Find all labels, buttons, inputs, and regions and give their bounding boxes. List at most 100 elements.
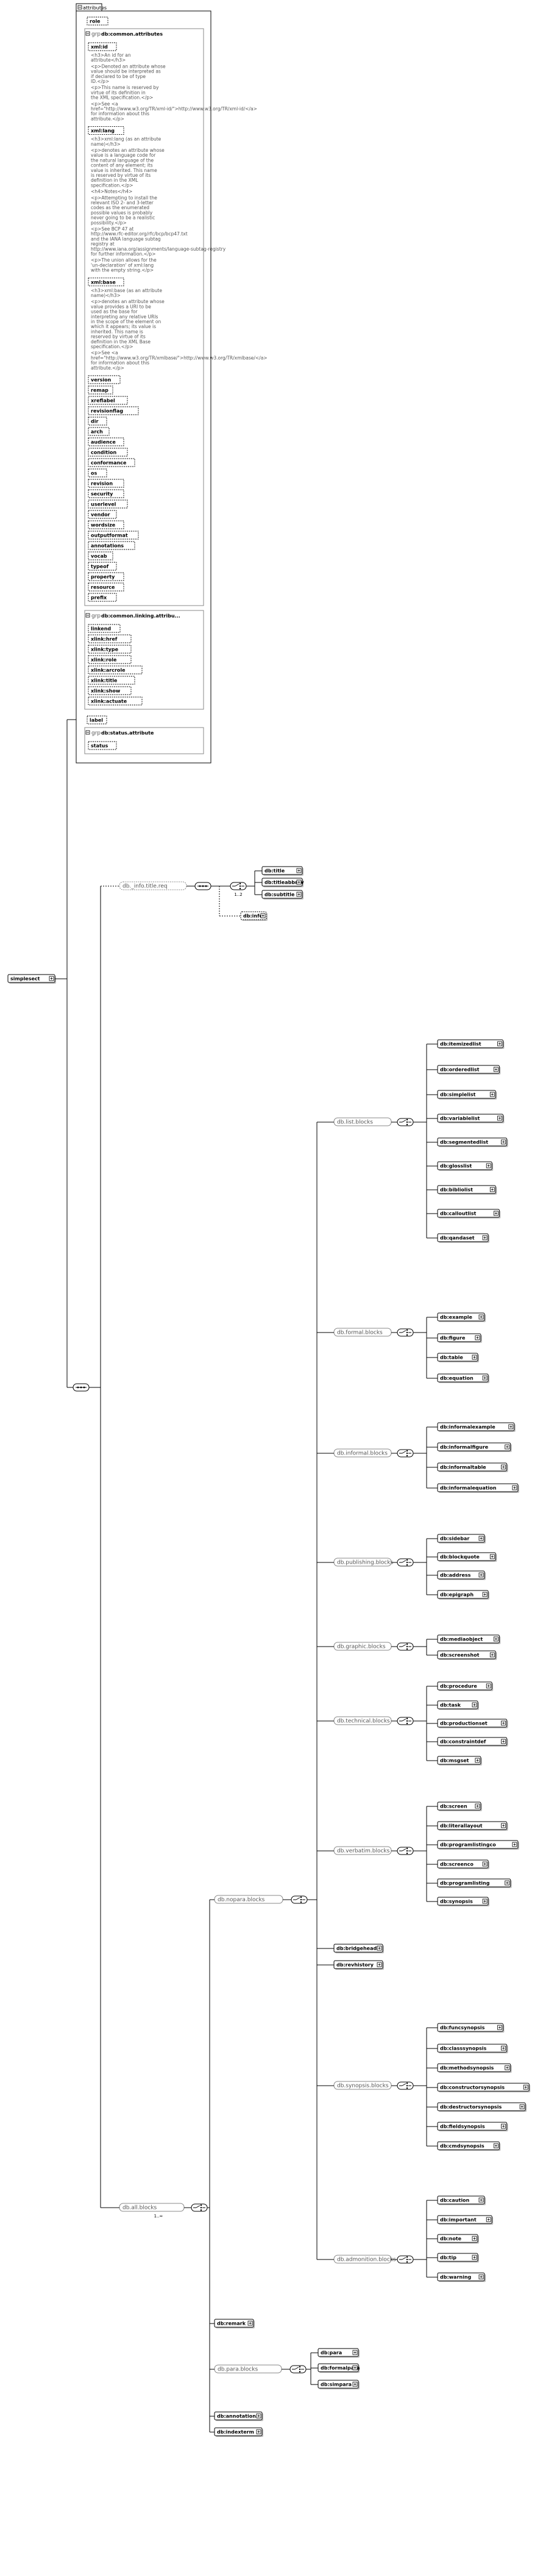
group-db-informal-blocks[interactable]: db.informal.blocks (333, 1448, 392, 1458)
element-db-procedure[interactable]: db:procedure (437, 1681, 494, 1691)
element-db-para[interactable]: db:para (318, 2348, 360, 2358)
element-db-address[interactable]: db:address (437, 1570, 486, 1580)
attribute-userlevel[interactable]: userlevel (88, 499, 128, 509)
attribute-linkend[interactable]: linkend (88, 624, 121, 633)
element-db-classsynopsis[interactable]: db:classsynopsis (437, 2044, 508, 2053)
group-db-list-blocks[interactable]: db.list.blocks (333, 1117, 392, 1126)
attribute-xlink-role[interactable]: xlink:role (88, 655, 132, 664)
element-db-table[interactable]: db:table (437, 1353, 479, 1362)
element-db-info[interactable]: db:info (240, 911, 268, 921)
element-db-itemizedlist[interactable]: db:itemizedlist (437, 1039, 505, 1049)
group-db-para-blocks[interactable]: db.para.blocks (214, 2364, 282, 2374)
element-db-orderedlist[interactable]: db:orderedlist (437, 1065, 501, 1075)
attribute-xlink-type[interactable]: xlink:type (88, 645, 132, 654)
element-db-simpara[interactable]: db:simpara (318, 2380, 360, 2389)
element-db-figure[interactable]: db:figure (437, 1333, 482, 1343)
attribute-typeof[interactable]: typeof (88, 562, 117, 571)
attribute-vocab[interactable]: vocab (88, 551, 113, 560)
attribute-xreflabel[interactable]: xreflabel (88, 396, 128, 405)
element-db-msgset[interactable]: db:msgset (437, 1756, 482, 1766)
element-db-remark[interactable]: db:remark (214, 2319, 255, 2328)
element-db-tip[interactable]: db:tip (437, 2253, 479, 2263)
attribute-xlink-title[interactable]: xlink:title (88, 676, 135, 685)
attribute-security[interactable]: security (88, 489, 124, 498)
element-db-calloutlist[interactable]: db:calloutlist (437, 1209, 501, 1218)
attribute-property[interactable]: property (88, 572, 124, 581)
group-db-all-blocks[interactable]: db.all.blocks (119, 2203, 185, 2212)
attribute-xlink-show[interactable]: xlink:show (88, 686, 132, 695)
attribute-vendor[interactable]: vendor (88, 510, 117, 519)
attribute-xml-base[interactable]: xml:base (88, 277, 124, 287)
element-db-productionset[interactable]: db:productionset (437, 1719, 508, 1728)
element-db-constructorsynopsis[interactable]: db:constructorsynopsis (437, 2083, 531, 2092)
element-db-epigraph[interactable]: db:epigraph (437, 1590, 490, 1600)
element-db-screen[interactable]: db:screen (437, 1801, 482, 1811)
attribute-resource[interactable]: resource (88, 582, 124, 592)
group-db-verbatim-blocks[interactable]: db.verbatim.blocks (333, 1846, 392, 1855)
element-db-destructorsynopsis[interactable]: db:destructorsynopsis (437, 2102, 527, 2112)
element-db-bibliolist[interactable]: db:bibliolist (437, 1185, 497, 1195)
attribute-label[interactable]: label (87, 715, 107, 724)
attribute-wordsize[interactable]: wordsize (88, 520, 124, 529)
element-db-qandaset[interactable]: db:qandaset (437, 1233, 490, 1243)
group-db-publishing-blocks[interactable]: db.publishing.blocks (333, 1558, 393, 1567)
attribute-xml-id[interactable]: xml:id (88, 42, 117, 51)
element-db-annotation[interactable]: db:annotation (214, 2411, 263, 2421)
element-db-mediaobject[interactable]: db:mediaobject (437, 1634, 501, 1644)
attribute-prefix[interactable]: prefix (88, 593, 117, 602)
attribute-xlink-arcrole[interactable]: xlink:arcrole (88, 665, 143, 674)
element-db-bridgehead[interactable]: db:bridgehead (333, 1944, 384, 1953)
attribute-annotations[interactable]: annotations (88, 541, 135, 550)
attribute-condition[interactable]: condition (88, 448, 128, 457)
attribute-arch[interactable]: arch (88, 427, 110, 436)
group-db-graphic-blocks[interactable]: db.graphic.blocks (333, 1642, 392, 1651)
element-db-blockquote[interactable]: db:blockquote (437, 1552, 497, 1562)
element-db-warning[interactable]: db:warning (437, 2272, 486, 2282)
element-db-note[interactable]: db:note (437, 2234, 479, 2244)
attribute-conformance[interactable]: conformance (88, 458, 135, 467)
attribute-revision[interactable]: revision (88, 479, 124, 488)
group-db-nopara-blocks[interactable]: db.nopara.blocks (214, 1895, 283, 1904)
element-db-funcsynopsis[interactable]: db:funcsynopsis (437, 2023, 505, 2033)
element-db-informalexample[interactable]: db:informalexample (437, 1422, 516, 1432)
element-db-constraintdef[interactable]: db:constraintdef (437, 1737, 508, 1747)
element-db-titleabbrev[interactable]: db:titleabbrev (261, 878, 304, 887)
element-db-segmentedlist[interactable]: db:segmentedlist (437, 1137, 508, 1147)
element-db-synopsis[interactable]: db:synopsis (437, 1897, 490, 1906)
element-db-title[interactable]: db:title (261, 866, 303, 876)
attribute-role[interactable]: role (87, 16, 108, 26)
attribute-revisionflag[interactable]: revisionflag (88, 406, 139, 415)
element-db-revhistory[interactable]: db:revhistory (333, 1960, 384, 1970)
element-db-equation[interactable]: db:equation (437, 1373, 490, 1383)
element-db-programlistingco[interactable]: db:programlistingco (437, 1840, 519, 1850)
element-db-example[interactable]: db:example (437, 1312, 486, 1322)
attribute-outputformat[interactable]: outputformat (88, 531, 139, 540)
element-db-informalfigure[interactable]: db:informalfigure (437, 1442, 512, 1452)
element-db-programlisting[interactable]: db:programlisting (437, 1878, 512, 1888)
element-db-cmdsynopsis[interactable]: db:cmdsynopsis (437, 2141, 501, 2151)
element-db-variablelist[interactable]: db:variablelist (437, 1114, 505, 1123)
element-db-important[interactable]: db:important (437, 2215, 494, 2225)
attribute-xlink-href[interactable]: xlink:href (88, 634, 132, 643)
element-db-caution[interactable]: db:caution (437, 2195, 486, 2205)
element-db-subtitle[interactable]: db:subtitle (261, 890, 303, 900)
group-db-info-title-req[interactable]: db._info.title.req (119, 881, 187, 890)
element-db-indexterm[interactable]: db:indexterm (214, 2427, 263, 2437)
element-db-screenco[interactable]: db:screenco (437, 1859, 490, 1869)
element-db-glosslist[interactable]: db:glosslist (437, 1161, 494, 1171)
element-db-sidebar[interactable]: db:sidebar (437, 1534, 486, 1544)
element-db-simplelist[interactable]: db:simplelist (437, 1090, 497, 1100)
group-db-technical-blocks[interactable]: db.technical.blocks (333, 1716, 392, 1725)
element-db-formalpara[interactable]: db:formalpara (318, 2363, 360, 2373)
element-db-task[interactable]: db:task (437, 1700, 479, 1710)
element-db-informaltable[interactable]: db:informaltable (437, 1462, 508, 1472)
element-db-screenshot[interactable]: db:screenshot (437, 1650, 497, 1660)
attribute-audience[interactable]: audience (88, 437, 124, 446)
element-db-methodsynopsis[interactable]: db:methodsynopsis (437, 2063, 512, 2073)
attribute-xml-lang[interactable]: xml:lang (88, 126, 124, 135)
element-db-fieldsynopsis[interactable]: db:fieldsynopsis (437, 2122, 508, 2131)
attribute-version[interactable]: version (88, 375, 121, 384)
